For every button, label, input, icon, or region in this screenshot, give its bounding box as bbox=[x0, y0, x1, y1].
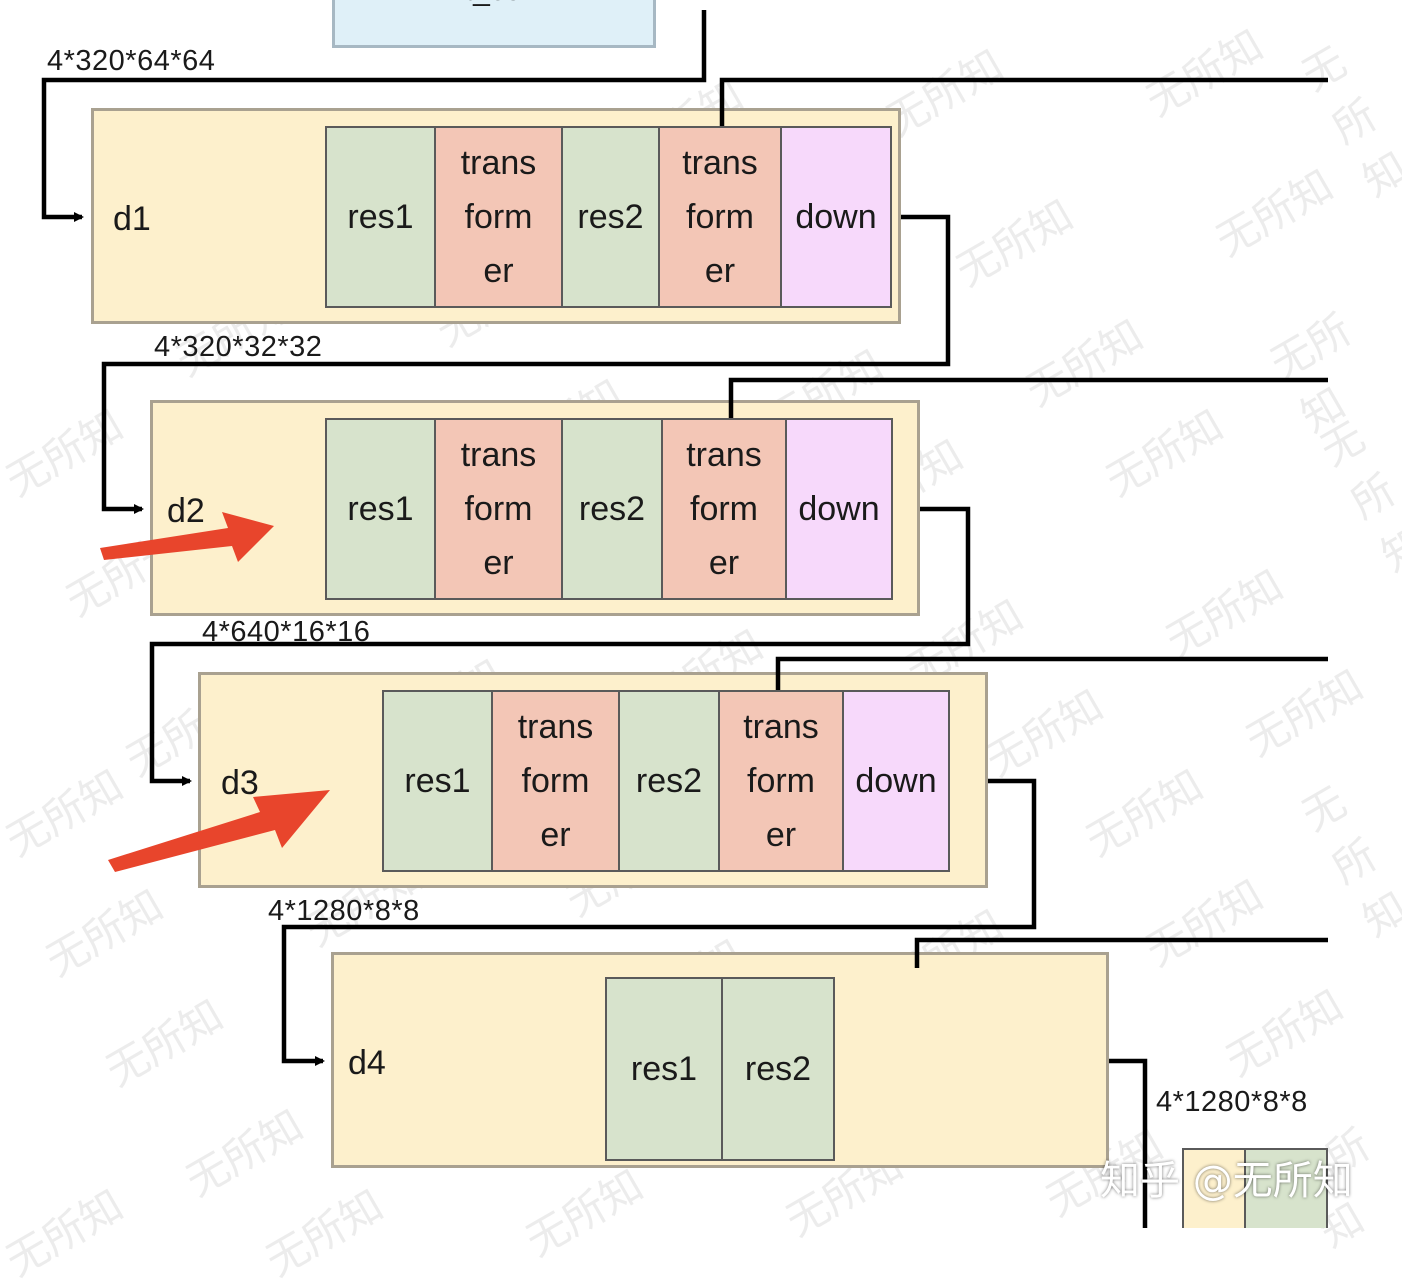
block-label: down bbox=[855, 762, 937, 800]
skip-connection-d4 bbox=[914, 937, 1328, 968]
block-label: down bbox=[795, 198, 877, 236]
block-label: trans form er bbox=[743, 708, 819, 854]
d1-block-transformer-1: trans form er bbox=[434, 126, 563, 308]
next-block-partial-yellow bbox=[1184, 1150, 1246, 1228]
stage-label-d3: d3 bbox=[221, 764, 259, 802]
red-arrow-d2 bbox=[100, 512, 274, 562]
next-block-partial-green bbox=[1246, 1150, 1326, 1228]
d1-block-res2: res2 bbox=[561, 126, 660, 308]
connector-d3-to-d4 bbox=[281, 778, 1037, 1066]
connector-init-to-d1 bbox=[41, 10, 707, 222]
block-label: res2 bbox=[635, 762, 703, 800]
block-label: res1 bbox=[347, 490, 414, 528]
d2-block-down: down bbox=[785, 418, 893, 600]
red-arrow-d3 bbox=[108, 790, 330, 872]
block-label: res2 bbox=[578, 490, 646, 528]
block-label: trans form er bbox=[460, 144, 537, 290]
d2-block-transformer-2: trans form er bbox=[661, 418, 787, 600]
block-label: trans form er bbox=[517, 708, 594, 854]
skip-connection-d2 bbox=[728, 377, 1328, 418]
block-label: res1 bbox=[347, 198, 414, 236]
connector-lines bbox=[41, 10, 1328, 1228]
block-label: down bbox=[798, 490, 880, 528]
shape-label-output: 4*1280*8*8 bbox=[1156, 1086, 1308, 1118]
block-label: res2 bbox=[744, 1050, 812, 1088]
init-conv-block: init_conv bbox=[332, 0, 656, 48]
footer-watermark: 知乎 @无所知 bbox=[1100, 1158, 1353, 1204]
d2-block-res1: res1 bbox=[325, 418, 436, 600]
d1-block-down: down bbox=[780, 126, 892, 308]
d3-block-down: down bbox=[842, 690, 950, 872]
d3-block-transformer-1: trans form er bbox=[491, 690, 620, 872]
block-label: res1 bbox=[630, 1050, 698, 1088]
shape-label-d4: 4*1280*8*8 bbox=[268, 895, 420, 927]
shape-label-d1: 4*320*64*64 bbox=[47, 45, 216, 77]
stage-label-d4: d4 bbox=[348, 1044, 386, 1082]
next-block-partial bbox=[1182, 1148, 1328, 1228]
stage-label-d2: d2 bbox=[167, 492, 205, 530]
d4-block-res2: res2 bbox=[721, 977, 835, 1161]
block-label: res2 bbox=[577, 198, 644, 236]
skip-connection-d1 bbox=[719, 77, 1328, 126]
stage-label-d1: d1 bbox=[113, 200, 151, 238]
skip-connection-d3 bbox=[775, 656, 1328, 690]
d2-block-res2: res2 bbox=[561, 418, 663, 600]
d3-block-res2: res2 bbox=[618, 690, 720, 872]
block-label: trans form er bbox=[460, 436, 537, 582]
shape-label-d2: 4*320*32*32 bbox=[154, 331, 323, 363]
d2-block-transformer-1: trans form er bbox=[434, 418, 563, 600]
block-label: res1 bbox=[404, 762, 471, 800]
d1-block-transformer-2: trans form er bbox=[658, 126, 782, 308]
block-label: trans form er bbox=[682, 144, 758, 290]
connector-d1-to-d2 bbox=[101, 214, 951, 514]
block-label: trans form er bbox=[686, 436, 762, 582]
connector-d4-to-next bbox=[1109, 1058, 1148, 1228]
connector-d2-to-d3 bbox=[149, 506, 971, 786]
d4-block-res1: res1 bbox=[605, 977, 723, 1161]
